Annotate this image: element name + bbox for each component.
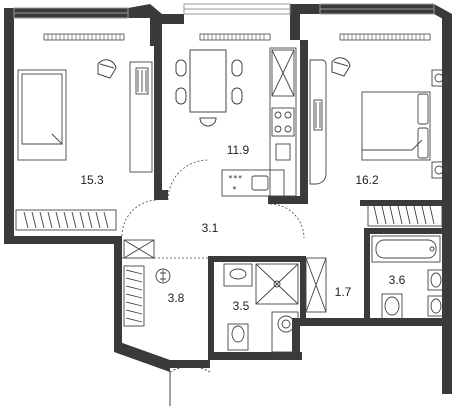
wardrobe-right (367, 203, 443, 227)
bed-left (17, 69, 67, 161)
wall-bath-large-left (364, 228, 370, 324)
kitchen-counter (221, 47, 297, 197)
kitchen-appliance-mark-bottom: * (232, 185, 237, 194)
wall-storage-left (114, 236, 122, 346)
radiator-bedroom-right (339, 33, 431, 41)
wall-bath-top (208, 256, 306, 262)
wall-column-1 (150, 16, 162, 46)
door-kitchen-swing (167, 159, 209, 201)
wall-stub-1 (154, 190, 168, 200)
nightstand-icons (431, 69, 447, 179)
storage-shelves (123, 239, 171, 327)
wall-kitchen-bedroom (300, 40, 308, 200)
wall-bath-large-top (364, 228, 444, 234)
wall-bath-right (292, 318, 300, 360)
windows (13, 3, 435, 19)
room-area-wardrobe: 1.7 (335, 285, 352, 299)
wall-bath-bottom (208, 352, 302, 360)
wall-bedroom-bottom (360, 200, 444, 206)
wardrobe-left (15, 209, 117, 231)
wall-kitchen-bottom (268, 196, 308, 204)
wall-entry-bottom (170, 360, 210, 368)
wall-storage-bottom (114, 340, 170, 372)
doors (121, 159, 305, 259)
wall-top-corner-2 (290, 4, 320, 40)
wall-right-outer (442, 14, 452, 394)
room-area-kitchen: 11.9 (227, 143, 250, 157)
wall-top-kitchen-left (162, 14, 184, 24)
room-area-bathroom-large: 3.6 (389, 273, 406, 287)
wall-bath-wardrobe (300, 256, 306, 318)
door-bedroom-left-swing (121, 199, 159, 237)
bed-right (361, 91, 431, 161)
dining-table (175, 49, 243, 127)
room-area-hall: 3.1 (202, 221, 219, 235)
chair-right-icon (331, 57, 351, 77)
wardrobe-closet-fixtures (305, 257, 327, 313)
wall-bath-left (208, 256, 214, 356)
room-area-bedroom-right: 16.2 (355, 173, 379, 187)
room-area-bathroom-small: 3.5 (233, 299, 250, 313)
wall-bedroom-kitchen (154, 40, 162, 190)
wall-bottom-bedroom (4, 236, 122, 244)
bathroom-large-fixtures (371, 235, 445, 321)
desk-right (309, 59, 327, 185)
room-area-bedroom-left: 15.3 (80, 173, 104, 187)
wall-bottom-right (300, 318, 452, 326)
bathroom-small-fixtures (223, 263, 299, 353)
door-bedroom-right-swing (269, 203, 305, 239)
entry-door (169, 366, 211, 406)
desk-left (129, 61, 153, 173)
kitchen-appliance-mark-top: *** (228, 174, 243, 183)
chair-left-icon (97, 59, 117, 79)
room-area-storage: 3.8 (168, 291, 185, 305)
radiator-kitchen (199, 33, 271, 41)
